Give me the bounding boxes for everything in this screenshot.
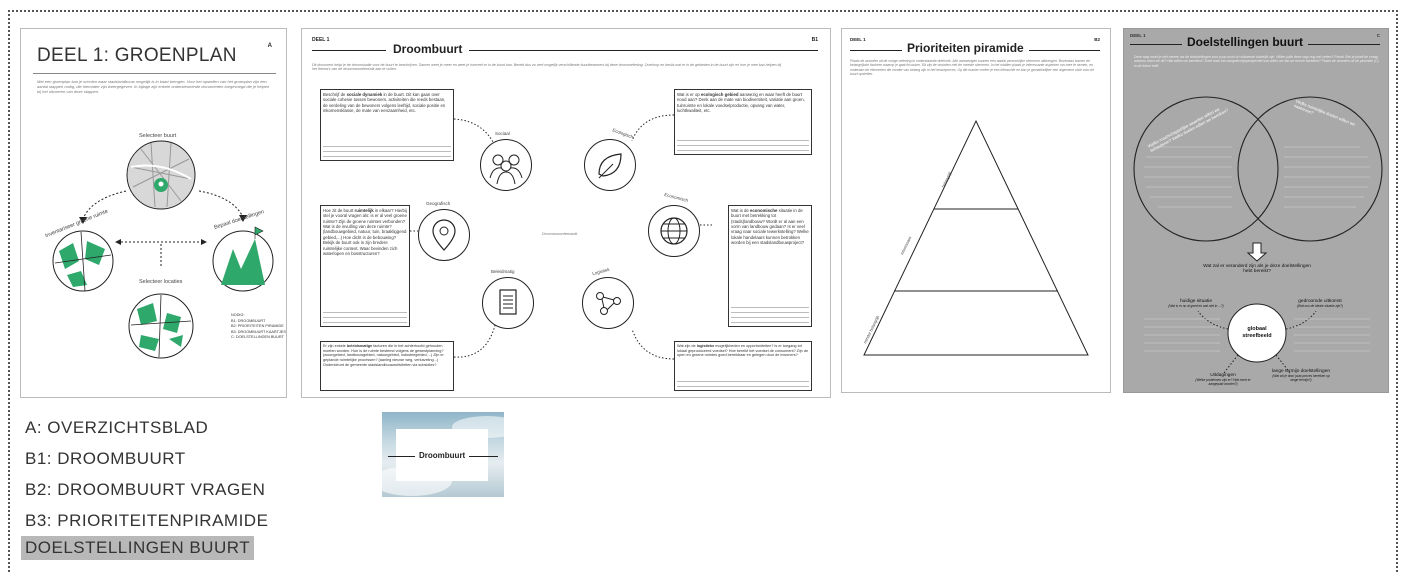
theme-label-beleidmatig: Beleidmatig [491,269,515,274]
thumbnail-label: Droombuurt [415,451,470,460]
droombuurt-thumbnail: Droombuurt [382,412,504,497]
node-title: gedroomde uitkomst [1298,299,1342,304]
network-icon [596,292,621,315]
page-b1-header-rule [312,50,818,51]
location-pin-icon [432,219,456,251]
q-keyword: ecologisch gebied [700,92,739,97]
question-box-beleidmatig: Er zijn enkele beleidsmatige factoren di… [320,341,454,391]
note-line: B3: DROOMBUURT KAARTJES [231,329,286,334]
page-b1-corner: B1 [811,37,818,43]
node-title: lange termijn doelstellingen [1271,369,1331,374]
note-line: B1: DROOMBUURT [231,318,266,323]
question-box-logistiek: Wat zijn de logistieke mogelijkheden en … [674,341,812,391]
q-text: in elkaar? Hierbij stel je vooral vragen… [323,208,407,256]
page-a-notes: NODIG: B1: DROOMBUURT B2: PRIORITEITEN P… [231,313,286,341]
page-a-cycle [52,140,274,359]
page-c-title: Doelstellingen buurt [1182,35,1309,49]
social-circle [480,139,532,191]
q-keyword: sociale dynamiek [346,92,383,97]
node-huidige-situatie: huidige situatie (Wat is er nu al goed e… [1164,299,1228,308]
page-b1-connectors [410,114,714,360]
leaf-icon [598,153,622,179]
q-keyword: logistieke [696,344,715,348]
page-b1-deel: DEEL 1 [312,37,330,43]
arrow-question: Wat zal er veranderd zijn als je deze do… [1203,264,1311,274]
q-text: Beschrijf de [323,92,347,97]
q-text: factoren die in het achterhoofd gehouden… [323,344,444,367]
venn-and-flow [1133,96,1383,374]
page-b1-droombuurt: DEEL 1 B1 Droombuurt Dit document helpt … [301,28,831,398]
node-sub: (Wat zou de ideale situatie zijn?) [1296,304,1343,308]
question-box-economisch: Wat is de economische situatie in de buu… [728,205,812,327]
page-b2-title: Prioriteiten piramide [902,41,1029,55]
question-box-social: Beschrijf de sociale dynamiek in de buur… [320,89,454,161]
q-text: mogelijkheden en opportuniteiten? Is er … [677,344,809,358]
beleidmatig-circle [482,277,534,329]
page-c-corner: C [1376,33,1380,38]
page-b2-deel: DEEL 1 [850,37,866,42]
legend-item-c-highlighted: DOELSTELLINGEN BUURT [21,536,255,560]
note-line: C: DOELSTELLINGEN BUURT [231,335,284,339]
page-b2-piramide: DEEL 1 B2 Prioriteiten piramide Plaats d… [841,28,1111,393]
center-label: globaal streefbeeld [1242,326,1272,339]
geografisch-circle [418,209,470,261]
page-a-intro: Met een groenplan kan je scholen waar st… [37,79,270,94]
people-icon [489,154,523,185]
note-line: NODIG: [231,313,245,317]
page-c-intro: Deze stap moet je niet nemen als de doel… [1134,55,1379,68]
theme-label-geografisch: Geografisch [426,201,451,206]
q-text: Wat is de [731,208,750,213]
legend-item-b1: B1: DROOMBUURT [25,449,186,468]
page-b1-intro: Dit document helpt je de droomstudie voo… [312,63,782,72]
note-line: B2: PRIORITEITEN PIRAMIDE [231,324,284,328]
page-b2-corner: B2 [1094,37,1100,42]
node-sub: (Wat wil je door jouw proces bereiken op… [1272,374,1330,382]
pyramid [863,119,1089,356]
page-a-overview: DEEL 1: GROENPLAN A Met een groenplan ka… [20,28,287,398]
economisch-circle [648,205,700,257]
question-box-ecologisch: Wat is er op ecologisch gebied aanwezig … [674,89,812,155]
page-a-title: DEEL 1: GROENPLAN [37,45,237,66]
page-a-title-rule [33,73,276,74]
q-text: aanwezig en waar heeft de buurt nood aan… [677,92,805,114]
step-label-3: Selecteer locaties [139,279,183,285]
page-a-corner: A [267,43,272,49]
q-text: Wat is er op [677,92,701,97]
theme-label-sociaal: Sociaal [495,131,510,136]
logistiek-circle [582,277,634,329]
q-text: Hoe zit de buurt [323,208,355,213]
node-gedroomde-uitkomst: gedroomde uitkomst (Wat zou de ideale si… [1288,299,1352,308]
page-b2-intro: Plaats de woorden uit de vorige oefening… [850,59,1095,76]
page-b1-title: Droombuurt [386,42,470,56]
page-c-doelstellingen: DEEL 1 C Doelstellingen buurt Deze stap … [1123,28,1389,393]
q-keyword: ruimtelijk [354,208,374,213]
question-box-geografisch: Hoe zit de buurt ruimtelijk in elkaar? H… [320,205,410,327]
document-icon [499,289,517,315]
node-uitdagingen: Uitdagingen (Welke problemen zijn er? Wa… [1190,373,1256,386]
q-keyword: economische [749,208,778,213]
node-title: huidige situatie [1179,299,1212,304]
node-lange-termijn: lange termijn doelstellingen (Wat wil je… [1268,369,1334,382]
q-text: Er zijn enkele [323,344,347,348]
globe-icon [660,217,688,245]
ecologisch-circle [584,139,636,191]
legend-item-b2: B2: DROOMBUURT VRAGEN [25,480,266,499]
q-keyword: beleidsmatige [346,344,373,348]
legend-item-a: A: OVERZICHTSBLAD [25,418,209,437]
node-sub: (Wat is er nu al goed en wat niet in ...… [1168,304,1224,308]
step-label-1: Selecteer buurt [139,133,177,139]
legend-item-b3: B3: PRIORITEITENPIRAMIDE [25,511,269,530]
page-c-deel: DEEL 1 [1130,33,1146,38]
q-text: Wat zijn de [677,344,697,348]
dotted-frame [8,10,1398,572]
q-text: in de buurt. Dit kan gaan over sociale c… [323,92,446,114]
node-sub: (Welke problemen zijn er? Wat moet er aa… [1195,378,1251,386]
node-title: Uitdagingen [1210,373,1236,378]
page-b1-center-label: Droomwoordenwolk [542,231,578,236]
q-text: situatie in de buurt met betrekking tot … [731,208,809,246]
